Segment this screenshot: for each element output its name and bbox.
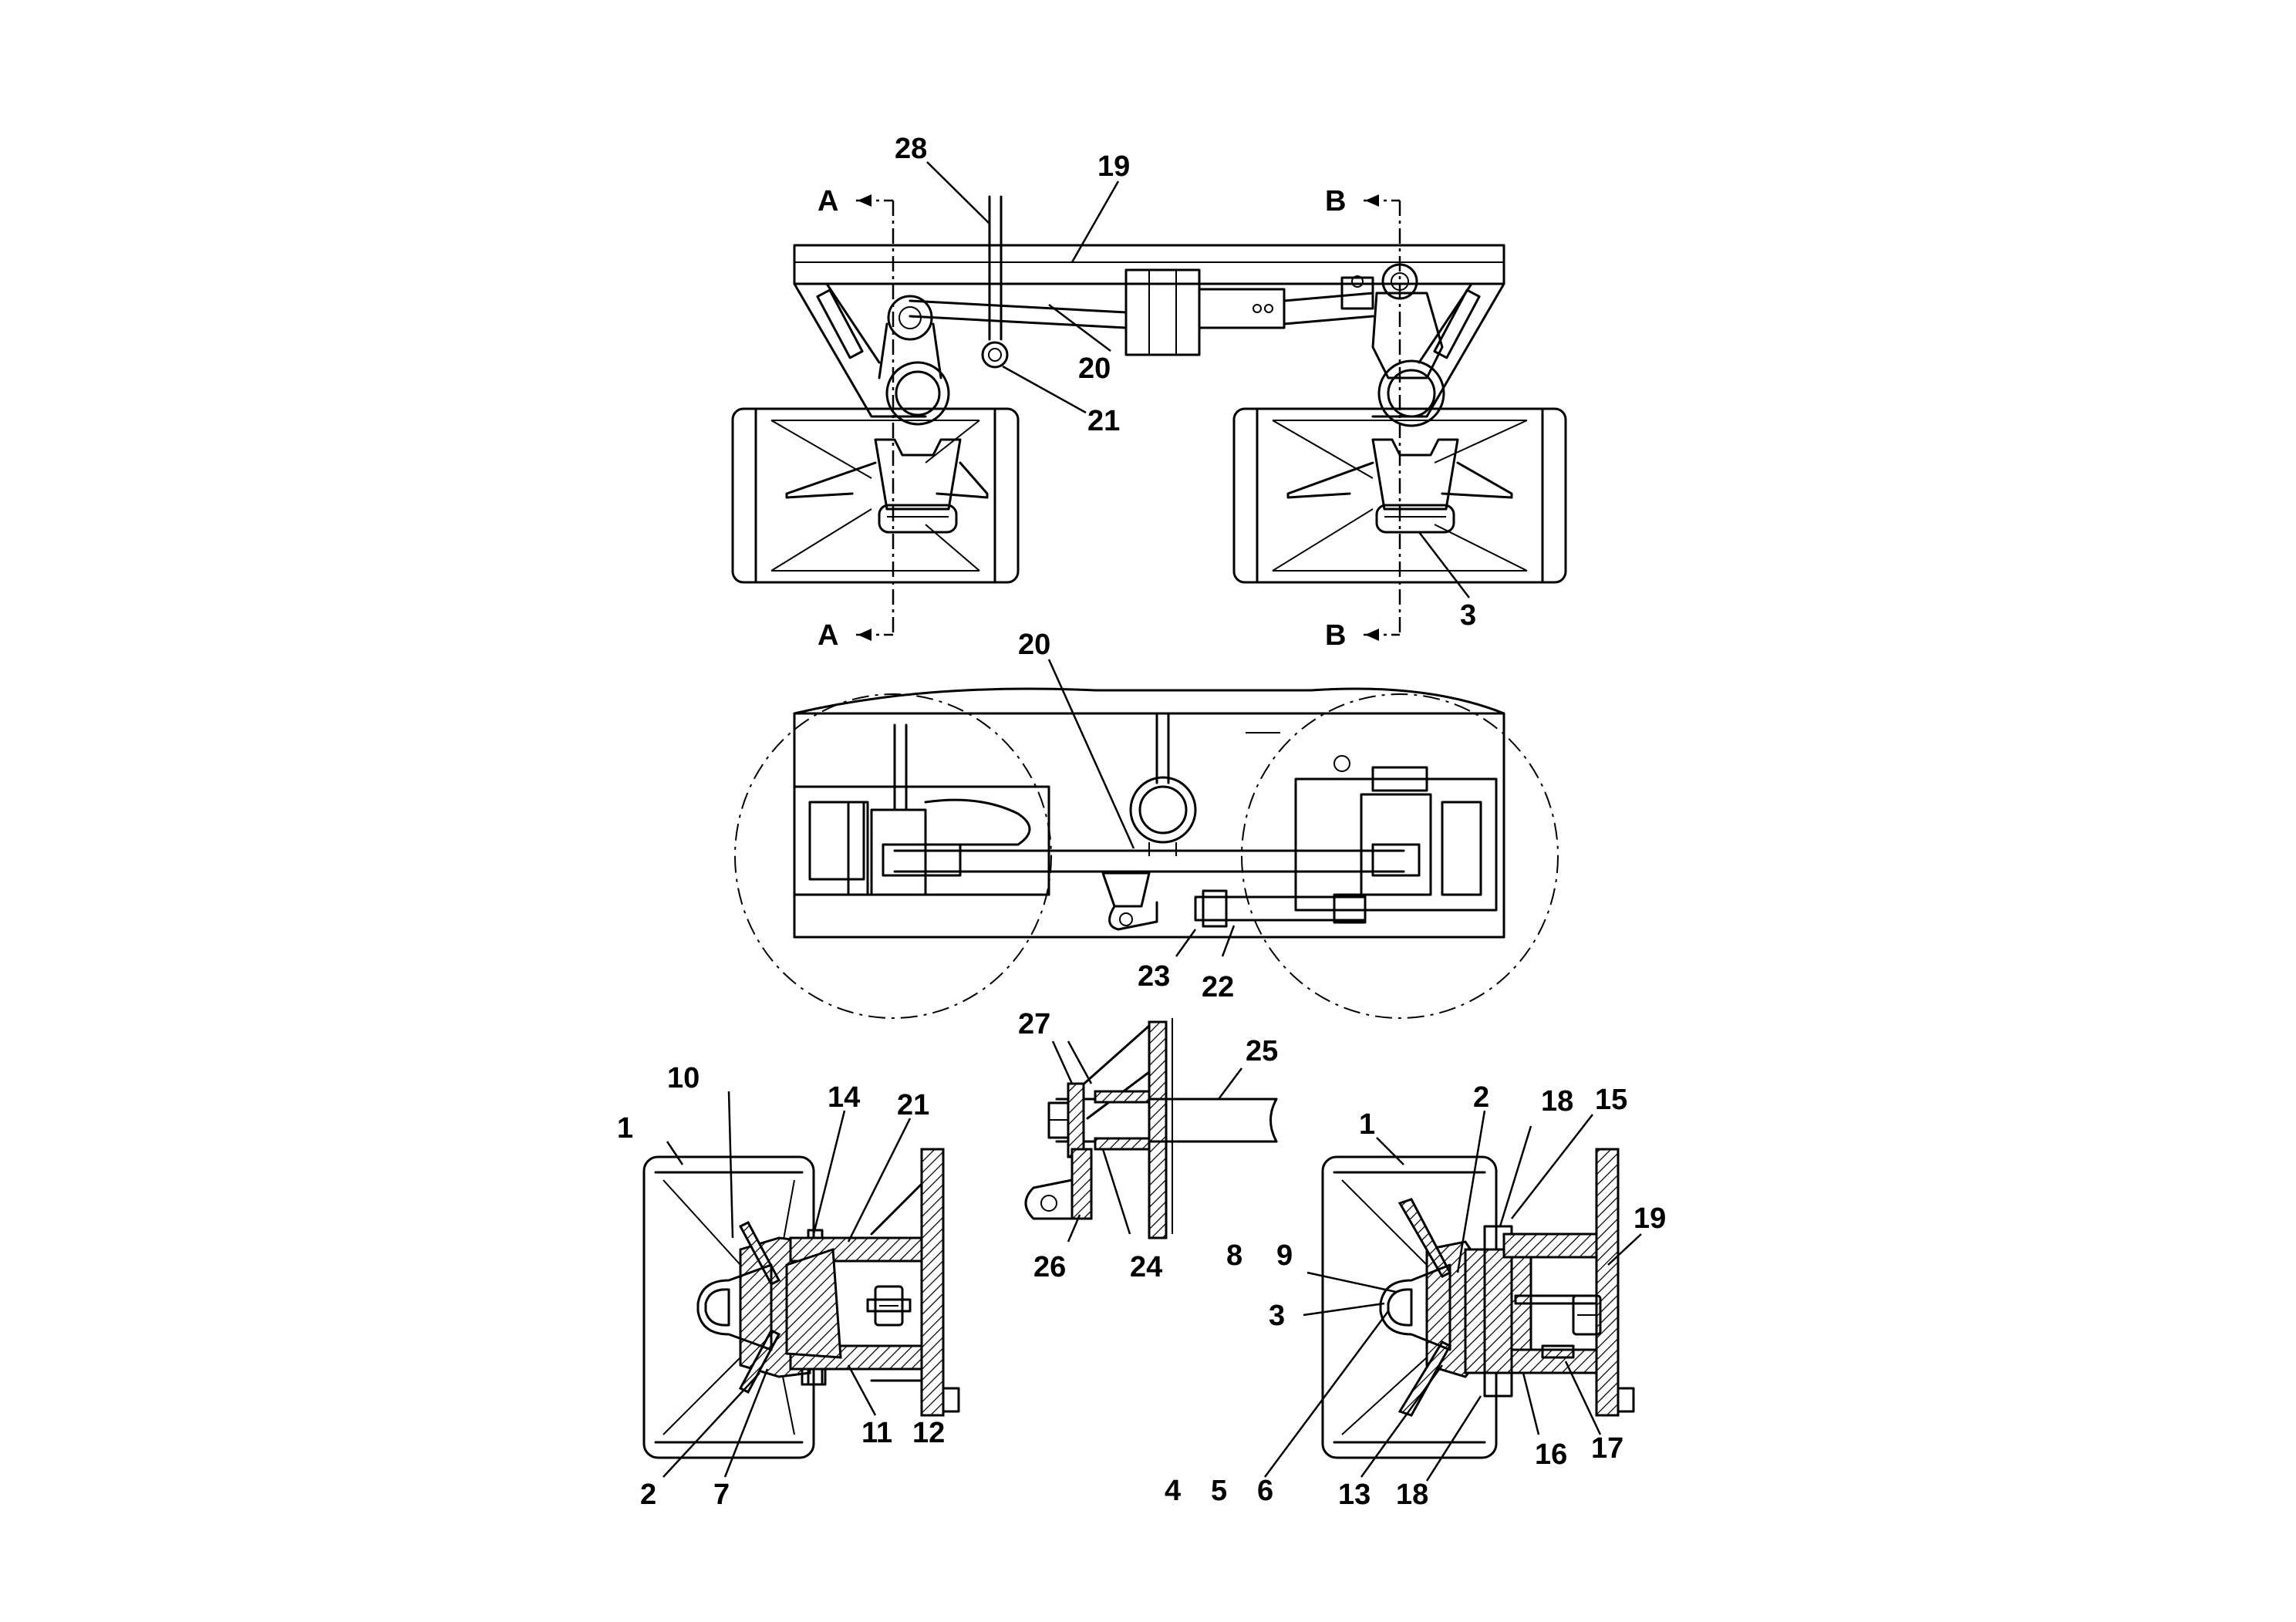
part-number: 7: [713, 1479, 730, 1511]
part-number: 16: [1535, 1438, 1567, 1471]
part-number: 14: [828, 1081, 860, 1114]
part-number: 15: [1595, 1084, 1627, 1116]
part-number: 18: [1396, 1479, 1428, 1511]
part-number: 28: [895, 133, 927, 165]
part-number: 20: [1078, 352, 1111, 385]
section-label: B: [1325, 619, 1346, 652]
part-number: 3: [1269, 1300, 1285, 1332]
part-number: 3: [1460, 599, 1476, 632]
part-number: 21: [897, 1089, 929, 1121]
part-number: 19: [1097, 150, 1130, 183]
part-number: 8: [1226, 1239, 1242, 1272]
part-number: 11: [861, 1417, 892, 1449]
detail-view: 27 25 26 24: [1018, 1008, 1278, 1283]
plan-view: 20 23 22: [734, 629, 1559, 1019]
part-number: 1: [617, 1112, 633, 1145]
section-label: A: [818, 185, 838, 218]
top-view: A A B B 28 19 20 21 3: [731, 133, 1567, 652]
part-number: 5: [1211, 1475, 1227, 1507]
part-number: 1: [1359, 1108, 1375, 1141]
part-number: 26: [1033, 1251, 1066, 1283]
part-number: 12: [912, 1417, 945, 1449]
part-number: 4: [1165, 1475, 1181, 1507]
part-number: 2: [1473, 1081, 1489, 1114]
part-number: 19: [1633, 1202, 1666, 1235]
part-number: 22: [1202, 971, 1234, 1003]
part-number: 9: [1276, 1239, 1293, 1272]
section-label: A: [818, 619, 838, 652]
section-b-view: 1 2 18 15 19 8 9 3 4 5 6 13 18 16 17: [1165, 1081, 1666, 1511]
part-number: 17: [1591, 1432, 1623, 1465]
part-number: 10: [667, 1062, 700, 1094]
part-number: 23: [1138, 960, 1170, 993]
part-number: 27: [1018, 1008, 1050, 1040]
part-number: 18: [1541, 1085, 1573, 1118]
section-a-view: 1 10 14 21 2 7 11 12: [617, 1062, 960, 1511]
section-label: B: [1325, 185, 1346, 218]
part-number: 24: [1130, 1251, 1162, 1283]
part-number: 2: [640, 1479, 656, 1511]
part-number: 20: [1018, 629, 1050, 661]
part-number: 6: [1257, 1475, 1273, 1507]
part-number: 21: [1087, 405, 1120, 437]
part-number: 25: [1246, 1035, 1278, 1067]
part-number: 13: [1338, 1479, 1371, 1511]
